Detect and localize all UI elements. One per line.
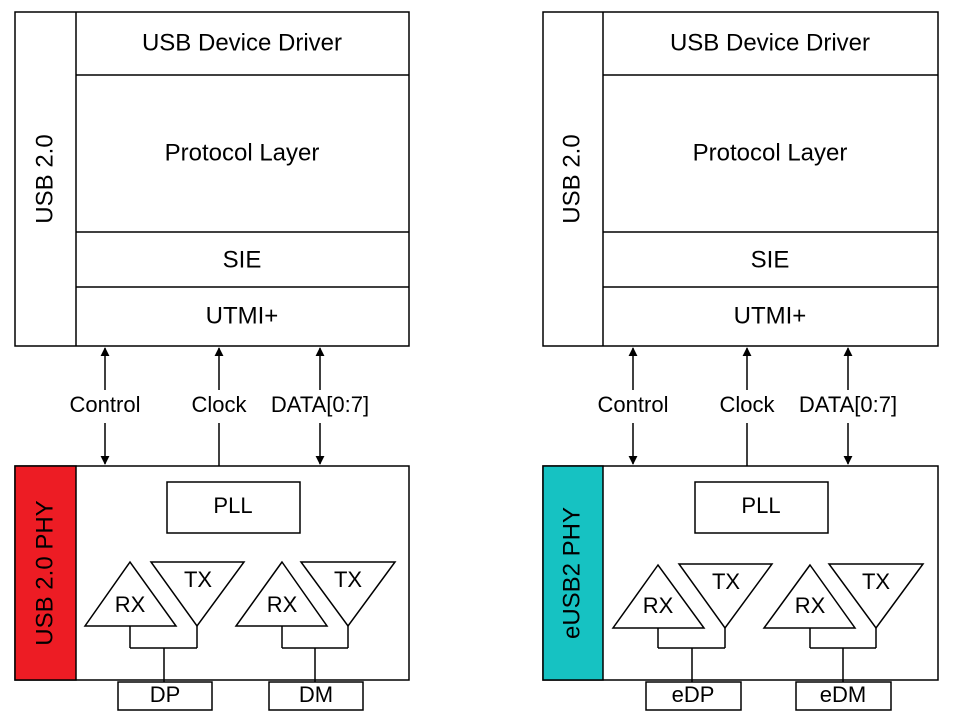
left-rx1-triangle xyxy=(83,560,178,627)
left-tx1-triangle xyxy=(149,561,246,628)
left-driver-layer: USB Device Driver xyxy=(142,29,342,56)
left-diagram: USB 2.0 USB Device Driver Protocol Layer… xyxy=(14,11,410,711)
right-rx1-triangle xyxy=(611,563,706,629)
right-pin1-label: eDP xyxy=(672,682,715,707)
left-pin1-box xyxy=(117,681,213,711)
right-phy: eUSB2 PHY PLL RX TX RX TX eDP xyxy=(542,465,939,711)
right-rx2-triangle xyxy=(762,563,857,629)
right-pin2-box xyxy=(795,681,892,711)
left-phy: USB 2.0 PHY PLL RX TX RX TX DP xyxy=(14,465,410,711)
right-tx1-triangle xyxy=(677,563,774,630)
left-stack-label: USB 2.0 xyxy=(31,134,58,223)
right-usb-stack: USB 2.0 USB Device Driver Protocol Layer… xyxy=(542,11,939,347)
right-tx1-label: TX xyxy=(712,569,740,594)
left-clock-signal: Clock xyxy=(191,392,247,417)
right-driver-layer: USB Device Driver xyxy=(670,29,870,56)
left-data-signal: DATA[0:7] xyxy=(271,392,369,417)
left-protocol-layer: Protocol Layer xyxy=(165,139,320,166)
left-tx1-label: TX xyxy=(184,567,212,592)
left-pll-label: PLL xyxy=(213,493,252,518)
right-control-signal: Control xyxy=(598,392,669,417)
left-phy-label-band xyxy=(14,465,77,681)
right-tx2-triangle xyxy=(827,563,925,630)
right-pll-box xyxy=(694,481,829,534)
right-diagram: USB 2.0 USB Device Driver Protocol Layer… xyxy=(542,11,939,711)
left-rx1-label: RX xyxy=(115,592,146,617)
left-phy-label: USB 2.0 PHY xyxy=(31,500,58,645)
right-sie-layer: SIE xyxy=(751,246,790,273)
right-utmi-layer: UTMI+ xyxy=(734,302,807,329)
left-control-signal: Control xyxy=(70,392,141,417)
left-rx2-label: RX xyxy=(267,592,298,617)
right-clock-signal: Clock xyxy=(719,392,775,417)
right-phy-label-band xyxy=(542,465,604,681)
left-signals: Control Clock DATA[0:7] xyxy=(70,347,369,466)
left-pin2-label: DM xyxy=(299,682,333,707)
right-signals: Control Clock DATA[0:7] xyxy=(598,347,897,466)
right-stack-outline xyxy=(542,11,939,347)
left-sie-layer: SIE xyxy=(223,246,262,273)
right-data-signal: DATA[0:7] xyxy=(799,392,897,417)
right-protocol-layer: Protocol Layer xyxy=(693,139,848,166)
right-phy-label: eUSB2 PHY xyxy=(558,507,585,639)
left-utmi-layer: UTMI+ xyxy=(206,302,279,329)
right-tx2-label: TX xyxy=(862,569,890,594)
left-rx2-triangle xyxy=(234,560,329,627)
left-tx2-label: TX xyxy=(334,567,362,592)
right-pin1-box xyxy=(645,681,742,711)
right-rx1-label: RX xyxy=(643,593,674,618)
right-stack-label: USB 2.0 xyxy=(558,134,585,223)
right-pin2-label: eDM xyxy=(820,682,866,707)
left-usb-stack: USB 2.0 USB Device Driver Protocol Layer… xyxy=(14,11,410,347)
left-pin1-label: DP xyxy=(150,682,181,707)
left-tx2-triangle xyxy=(299,561,397,628)
left-pll-box xyxy=(166,481,301,534)
left-stack-outline xyxy=(14,11,410,347)
right-pll-label: PLL xyxy=(741,493,780,518)
right-rx2-label: RX xyxy=(795,593,826,618)
left-pin2-box xyxy=(268,681,364,711)
